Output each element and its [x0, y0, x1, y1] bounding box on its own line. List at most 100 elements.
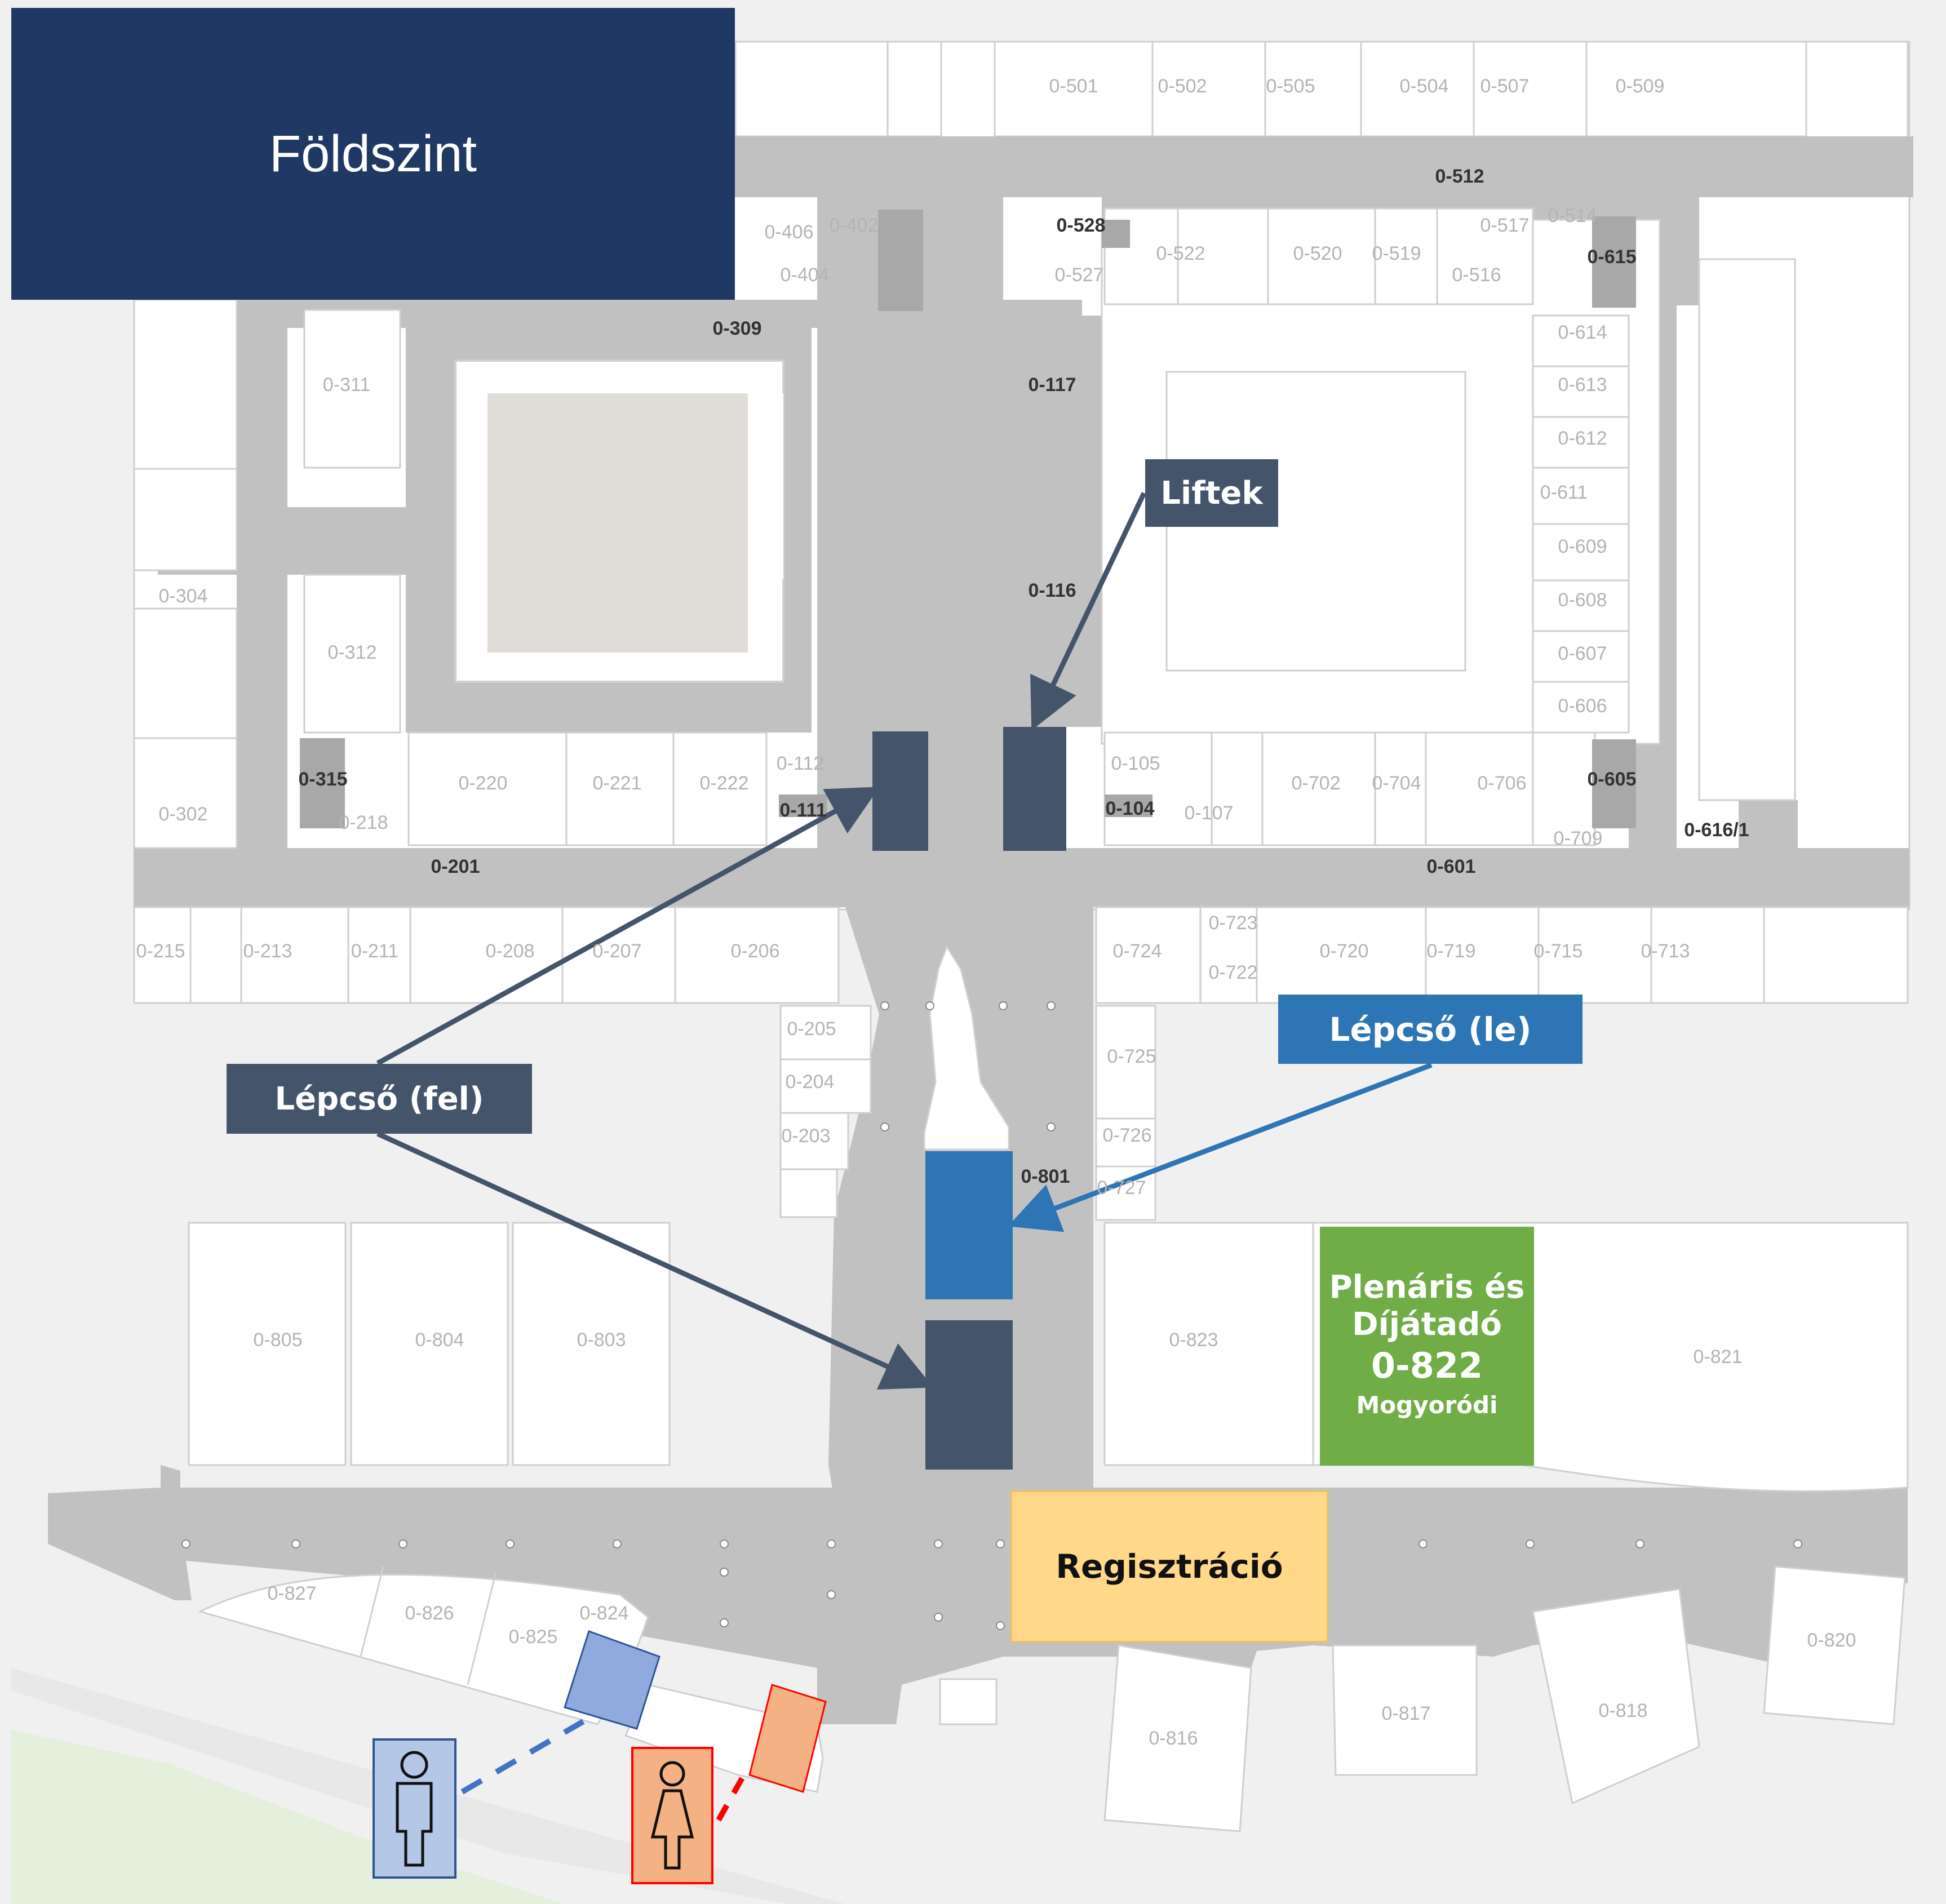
svg-text:0-607: 0-607 — [1558, 643, 1607, 664]
svg-text:0-304: 0-304 — [159, 585, 208, 607]
svg-text:0-501: 0-501 — [1049, 76, 1098, 97]
svg-text:0-616/1: 0-616/1 — [1684, 819, 1749, 841]
svg-text:0-207: 0-207 — [593, 940, 642, 962]
svg-text:0-601: 0-601 — [1427, 856, 1476, 877]
woman-icon[interactable] — [631, 1747, 713, 1884]
svg-text:0-204: 0-204 — [786, 1071, 835, 1093]
svg-text:0-522: 0-522 — [1156, 243, 1205, 264]
svg-text:0-801: 0-801 — [1021, 1166, 1070, 1187]
svg-text:0-726: 0-726 — [1103, 1125, 1152, 1146]
svg-text:0-722: 0-722 — [1209, 962, 1258, 983]
svg-text:0-715: 0-715 — [1534, 940, 1583, 962]
svg-text:0-704: 0-704 — [1372, 773, 1421, 794]
svg-text:0-514: 0-514 — [1548, 205, 1597, 227]
stairs-up-marker-top — [872, 731, 928, 851]
svg-text:0-116: 0-116 — [1028, 580, 1076, 601]
room-labels-light: 0-501 0-502 0-505 0-504 0-507 0-509 0-40… — [136, 76, 1856, 1749]
svg-text:0-509: 0-509 — [1616, 76, 1665, 97]
svg-text:0-519: 0-519 — [1372, 243, 1421, 264]
svg-text:0-824: 0-824 — [580, 1603, 629, 1624]
svg-text:0-826: 0-826 — [405, 1603, 454, 1624]
svg-text:0-221: 0-221 — [593, 773, 642, 794]
svg-text:0-727: 0-727 — [1097, 1177, 1146, 1199]
svg-text:0-507: 0-507 — [1480, 76, 1530, 97]
svg-text:0-213: 0-213 — [243, 940, 292, 962]
room-labels-dark: 0-512 0-528 0-615 0-309 0-117 0-116 0-31… — [299, 166, 1749, 1187]
svg-text:0-311: 0-311 — [323, 374, 370, 396]
lifts-callout: Liftek — [1145, 459, 1278, 527]
svg-text:0-211: 0-211 — [351, 940, 398, 962]
lifts-marker — [1003, 727, 1066, 851]
plenary-room-box[interactable]: Plenáris és Díjátadó 0-822 Mogyoródi — [1320, 1227, 1534, 1466]
stairs-down-marker — [925, 1151, 1013, 1299]
svg-text:0-206: 0-206 — [731, 940, 780, 962]
svg-text:0-402: 0-402 — [830, 215, 879, 236]
svg-text:0-512: 0-512 — [1435, 166, 1484, 187]
svg-text:0-724: 0-724 — [1113, 940, 1162, 962]
stairs-down-callout: Lépcső (le) — [1278, 995, 1582, 1064]
svg-text:0-208: 0-208 — [486, 940, 535, 962]
svg-text:0-713: 0-713 — [1641, 940, 1690, 962]
svg-text:0-406: 0-406 — [765, 221, 814, 243]
svg-text:0-528: 0-528 — [1057, 215, 1106, 236]
svg-text:0-117: 0-117 — [1028, 374, 1076, 396]
svg-text:0-709: 0-709 — [1554, 828, 1603, 849]
registration-box[interactable]: Regisztráció — [1010, 1490, 1328, 1643]
svg-text:0-816: 0-816 — [1149, 1728, 1198, 1749]
svg-text:0-107: 0-107 — [1185, 802, 1234, 824]
svg-text:0-823: 0-823 — [1169, 1329, 1218, 1351]
svg-text:0-504: 0-504 — [1400, 76, 1449, 97]
svg-text:0-612: 0-612 — [1558, 428, 1607, 449]
svg-text:0-302: 0-302 — [159, 804, 208, 825]
svg-text:0-614: 0-614 — [1558, 322, 1607, 343]
svg-text:0-615: 0-615 — [1588, 246, 1637, 268]
svg-text:0-818: 0-818 — [1599, 1700, 1648, 1721]
svg-text:0-702: 0-702 — [1292, 773, 1341, 794]
svg-text:0-111: 0-111 — [779, 800, 826, 821]
svg-text:0-112: 0-112 — [777, 753, 824, 774]
svg-text:0-205: 0-205 — [787, 1018, 836, 1040]
svg-text:0-804: 0-804 — [415, 1329, 464, 1351]
svg-text:0-105: 0-105 — [1111, 753, 1160, 774]
stairs-up-marker-bottom — [925, 1320, 1013, 1470]
svg-text:0-821: 0-821 — [1694, 1346, 1743, 1368]
svg-text:0-820: 0-820 — [1807, 1630, 1856, 1651]
svg-text:0-825: 0-825 — [509, 1626, 558, 1648]
svg-text:0-520: 0-520 — [1293, 243, 1342, 264]
plenary-subtitle: Mogyoródi — [1356, 1391, 1498, 1419]
plenary-line1: Plenáris és — [1329, 1268, 1525, 1306]
man-icon[interactable] — [373, 1738, 456, 1879]
svg-text:0-803: 0-803 — [577, 1329, 626, 1351]
svg-text:0-222: 0-222 — [700, 773, 749, 794]
plenary-line2: Díjátadó — [1352, 1306, 1502, 1343]
svg-text:0-527: 0-527 — [1055, 264, 1104, 286]
svg-text:0-104: 0-104 — [1106, 798, 1155, 819]
floor-title: Földszint — [11, 8, 735, 300]
svg-text:0-817: 0-817 — [1382, 1703, 1431, 1724]
svg-text:0-220: 0-220 — [459, 773, 508, 794]
svg-text:0-827: 0-827 — [268, 1583, 317, 1604]
svg-text:0-725: 0-725 — [1107, 1046, 1156, 1067]
svg-text:0-706: 0-706 — [1478, 773, 1527, 794]
plenary-room-number: 0-822 — [1371, 1344, 1483, 1386]
svg-text:0-605: 0-605 — [1588, 769, 1637, 790]
svg-text:0-606: 0-606 — [1558, 695, 1607, 717]
svg-text:0-516: 0-516 — [1452, 264, 1501, 286]
svg-text:0-608: 0-608 — [1558, 589, 1607, 611]
svg-text:0-215: 0-215 — [136, 940, 185, 962]
svg-text:0-517: 0-517 — [1480, 215, 1530, 236]
svg-text:0-719: 0-719 — [1427, 940, 1476, 962]
stairs-up-callout: Lépcső (fel) — [227, 1064, 532, 1134]
svg-text:0-203: 0-203 — [782, 1125, 831, 1147]
svg-text:0-218: 0-218 — [339, 812, 388, 833]
svg-text:0-404: 0-404 — [781, 264, 830, 286]
svg-text:0-613: 0-613 — [1558, 374, 1607, 396]
svg-text:0-309: 0-309 — [713, 318, 762, 339]
svg-text:0-201: 0-201 — [431, 856, 480, 877]
female-restroom-room[interactable] — [748, 1684, 827, 1793]
svg-text:0-611: 0-611 — [1540, 482, 1588, 503]
svg-text:0-505: 0-505 — [1266, 76, 1315, 97]
male-restroom-room[interactable] — [564, 1630, 661, 1730]
svg-text:0-312: 0-312 — [328, 642, 377, 663]
